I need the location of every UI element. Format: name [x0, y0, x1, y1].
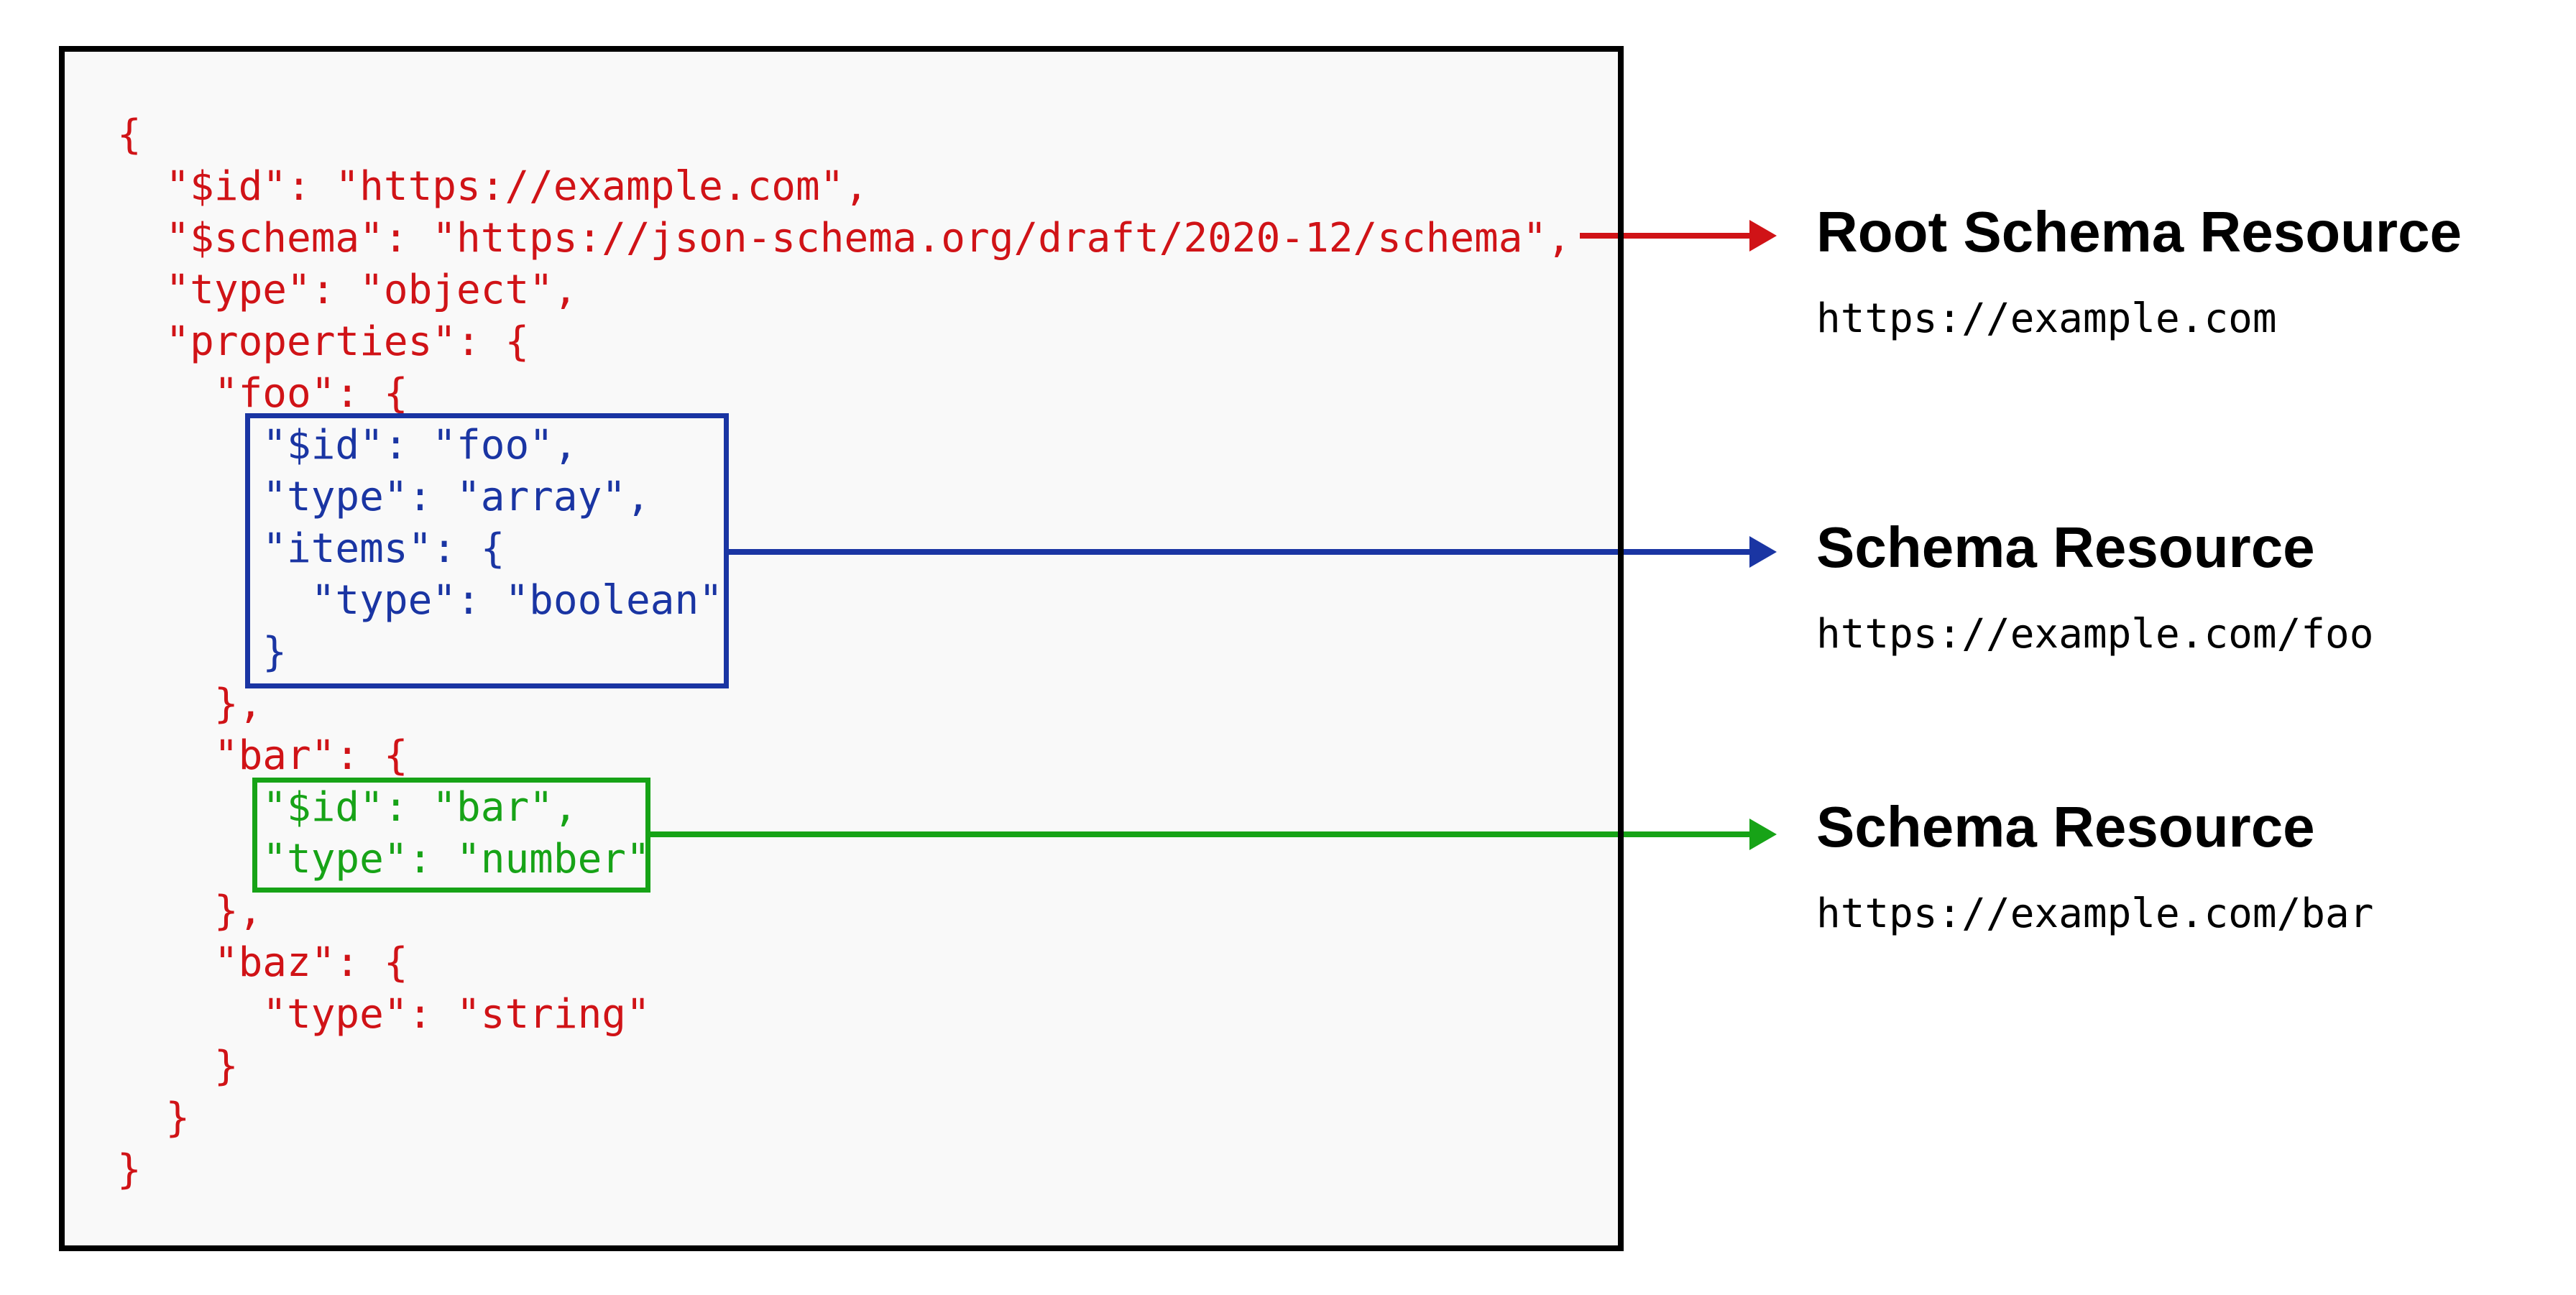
annotation-url: https://example.com/bar	[1816, 890, 2374, 937]
bar-schema-arrow-shaft	[650, 831, 1751, 837]
code-mid-segment: }, "bar": {	[213, 681, 408, 779]
foo-schema-arrowhead-icon	[1749, 536, 1777, 568]
annotation-url: https://example.com	[1816, 295, 2277, 342]
foo-schema-highlight-box	[245, 413, 729, 688]
foo-schema-arrow	[728, 536, 1777, 568]
bar-schema-highlight-box	[252, 778, 650, 893]
annotation-title: Root Schema Resource	[1816, 200, 2462, 264]
annotation-root-schema-resource: Root Schema Resource https://example.com	[1816, 199, 2462, 343]
bar-schema-arrowhead-icon	[1749, 819, 1777, 850]
root-schema-arrowhead-icon	[1749, 220, 1777, 252]
code-tail-segment: }, "baz": { "type": "string" } } }	[117, 888, 650, 1193]
root-schema-arrow	[1580, 220, 1777, 252]
annotation-url: https://example.com/foo	[1816, 611, 2374, 658]
code-root-segment: { "$id": "https://example.com", "$schema…	[117, 111, 1571, 417]
annotation-foo-schema-resource: Schema Resource https://example.com/foo	[1816, 515, 2373, 658]
code-bar-schema-segment: "$id": "bar", "type": "number"	[262, 784, 650, 882]
json-schema-code: { "$id": "https://example.com", "$schema…	[117, 109, 1571, 1196]
annotation-title: Schema Resource	[1816, 795, 2315, 859]
foo-schema-arrow-shaft	[728, 549, 1751, 555]
code-foo-schema-segment: "$id": "foo", "type": "array", "items": …	[262, 422, 723, 676]
bar-schema-arrow	[650, 819, 1777, 850]
schema-panel-background	[59, 46, 1624, 1251]
annotation-bar-schema-resource: Schema Resource https://example.com/bar	[1816, 794, 2373, 938]
annotation-title: Schema Resource	[1816, 515, 2315, 579]
root-schema-arrow-shaft	[1580, 233, 1751, 239]
